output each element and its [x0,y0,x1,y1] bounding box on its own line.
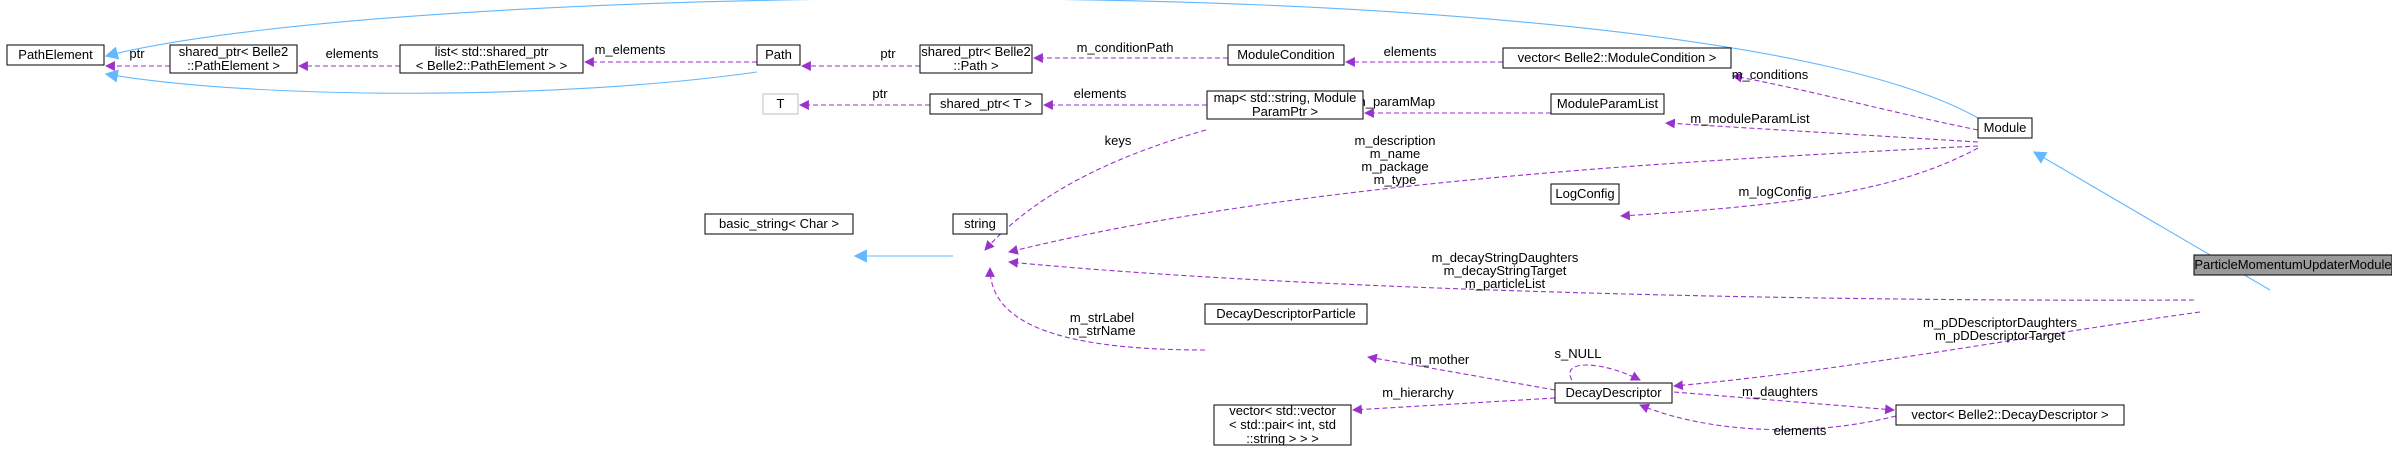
node-label: ModuleCondition [1237,47,1335,62]
edge-label-m-condition-path: m_conditionPath [1077,40,1174,55]
inheritance-edge [104,0,1979,119]
node-label: vector< std::vector< std::pair< int, std… [1229,403,1336,446]
node-t[interactable]: T [762,93,799,115]
node-shared-path[interactable]: shared_ptr< Belle2::Path > [919,44,1033,74]
usage-edge [1008,145,1979,255]
usage-edge [1732,72,1979,131]
node-label: ModuleParamList [1557,96,1659,111]
edge-label-ptr-t: ptr [872,86,888,101]
node-label: T [777,96,785,111]
node-vector-decay-descriptor[interactable]: vector< Belle2::DecayDescriptor > [1895,404,2125,426]
node-vector-module-condition[interactable]: vector< Belle2::ModuleCondition > [1502,47,1732,69]
node-module-param-list[interactable]: ModuleParamList [1550,93,1665,115]
edge-label-m-mother: m_mother [1411,352,1470,367]
usage-edge [985,267,1206,351]
edge-label-m-elements: m_elements [595,42,666,57]
edge-label-elements-decay: elements [1774,423,1827,438]
node-log-config[interactable]: LogConfig [1550,183,1620,205]
node-label: shared_ptr< Belle2::Path > [921,44,1031,73]
node-label: string [964,216,996,231]
usage-edge [1673,391,1895,415]
node-shared-t[interactable]: shared_ptr< T > [929,93,1043,115]
edge-label-m-daughters: m_daughters [1742,384,1818,399]
node-label: DecayDescriptorParticle [1216,306,1355,321]
edge-label-ptr-path-element: ptr [129,46,145,61]
node-label: shared_ptr< Belle2::PathElement > [179,44,289,73]
edge-label-elements-module-condition: elements [1384,44,1437,59]
node-list-path-element[interactable]: list< std::shared_ptr< Belle2::PathEleme… [399,44,584,74]
node-string[interactable]: string [952,213,1008,235]
node-label: list< std::shared_ptr< Belle2::PathEleme… [416,44,567,73]
node-module-condition[interactable]: ModuleCondition [1227,44,1345,66]
node-vector-pairs[interactable]: vector< std::vector< std::pair< int, std… [1213,403,1352,446]
node-label: ParticleMomentumUpdaterModule [2194,257,2391,272]
usage-edge [1569,364,1641,381]
usage-edge [1352,397,1556,415]
node-path[interactable]: Path [756,44,801,66]
node-decay-descriptor[interactable]: DecayDescriptor [1554,382,1673,404]
node-decay-descriptor-particle[interactable]: DecayDescriptorParticle [1204,303,1368,325]
node-label: shared_ptr< T > [940,96,1032,111]
usage-edge [1008,257,2195,301]
node-label: PathElement [18,47,93,62]
node-label: vector< Belle2::DecayDescriptor > [1911,407,2108,422]
node-module[interactable]: Module [1977,117,2033,139]
usage-edge [984,129,1207,251]
edge-label-m-hierarchy: m_hierarchy [1382,385,1454,400]
edge-label-m-conditions: m_conditions [1732,67,1809,82]
node-label: basic_string< Char > [719,216,839,231]
node-label: Module [1984,120,2027,135]
usage-edge [1639,403,1897,431]
node-particle-momentum-updater-module[interactable]: ParticleMomentumUpdaterModule [2193,254,2392,276]
edge-label-keys: keys [1105,133,1132,148]
edge-label-m-module-param-list: m_moduleParamList [1690,111,1810,126]
node-path-element[interactable]: PathElement [6,44,105,66]
node-label: DecayDescriptor [1565,385,1662,400]
inheritance-edge [104,69,758,94]
edge-label-elements-map: elements [1074,86,1127,101]
node-label: vector< Belle2::ModuleCondition > [1518,50,1717,65]
edge-label-elements-path-element: elements [326,46,379,61]
usage-edge [1665,118,1979,143]
edge-label-s-null: s_NULL [1555,346,1602,361]
node-label: LogConfig [1555,186,1614,201]
usage-edge [1673,311,2201,391]
node-shared-path-element[interactable]: shared_ptr< Belle2::PathElement > [169,44,298,74]
edge-label-m-param-map: m_paramMap [1355,94,1435,109]
node-label: Path [765,47,792,62]
usage-edge [1620,147,1979,221]
edge-label-m-log-config: m_logConfig [1739,184,1812,199]
node-basic-string[interactable]: basic_string< Char > [704,213,854,235]
edge-label-ptr-path: ptr [880,46,896,61]
